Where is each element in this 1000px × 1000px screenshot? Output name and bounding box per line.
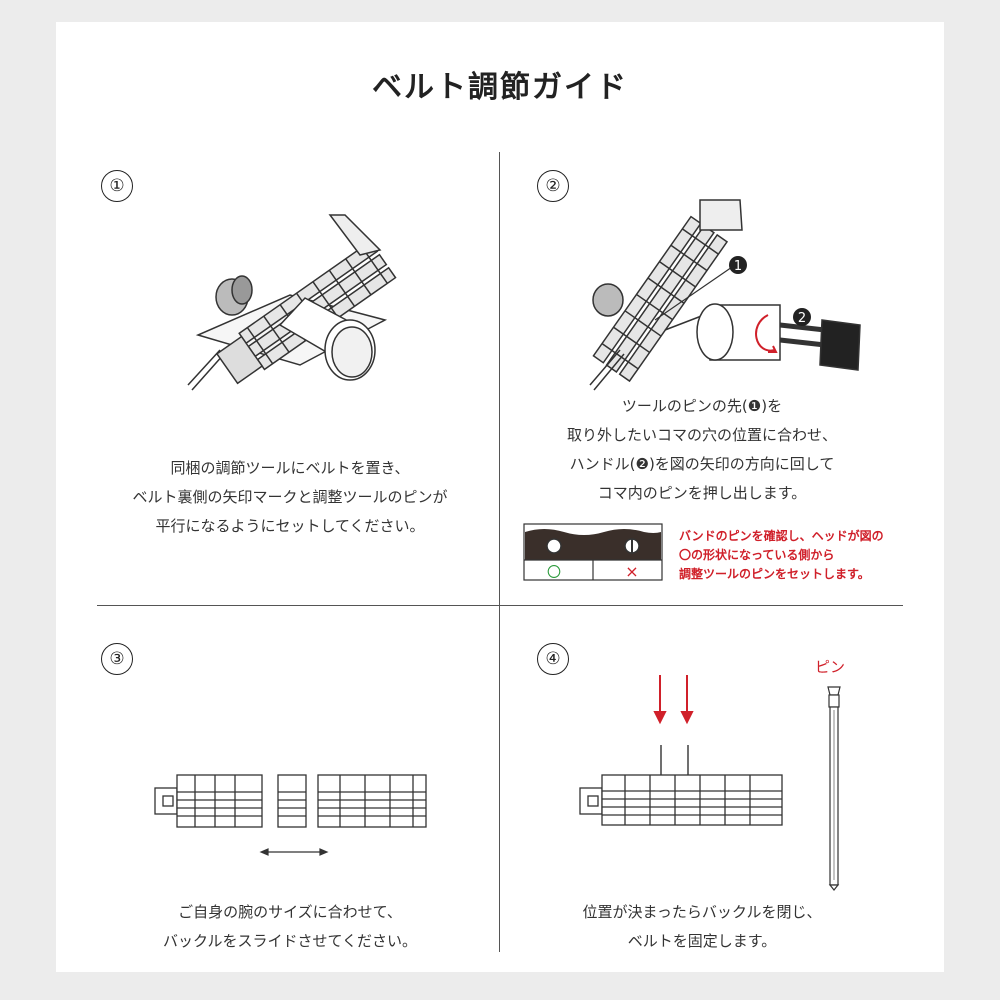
step-2-line: コマ内のピンを押し出します。 — [597, 484, 807, 502]
step-1-line: 同梱の調節ツールにベルトを置き、 — [170, 459, 410, 477]
step-1-number: ① — [101, 170, 133, 202]
step-4-line: ベルトを固定します。 — [627, 932, 777, 950]
step-4-number: ④ — [537, 643, 569, 675]
correct-mark: 〇 — [547, 565, 561, 581]
wrong-mark: × — [625, 562, 638, 581]
step-2-illustration: 1 2 — [589, 199, 861, 391]
pin-head-diagram: 〇 × — [523, 523, 663, 581]
divider-vertical — [499, 152, 500, 952]
step-1-line: ベルト裏側の矢印マークと調整ツールのピンが — [132, 488, 448, 506]
note-line: バンドのピンを確認し、ヘッドが図の — [679, 529, 884, 543]
step-2-line: ツールのピンの先(❶)を — [621, 397, 783, 415]
step-2-line: ハンドル(❷)を図の矢印の方向に回して — [569, 455, 835, 473]
note-line: 〇の形状になっている側から — [679, 548, 835, 562]
step-3-line: ご自身の腕のサイズに合わせて、 — [178, 903, 402, 921]
step-3-line: バックルをスライドさせてください。 — [162, 932, 418, 950]
step-1-caption: 同梱の調節ツールにベルトを置き、 ベルト裏側の矢印マークと調整ツールのピンが 平… — [100, 454, 480, 541]
pin-illustration — [827, 686, 841, 891]
step-2-number: ② — [537, 170, 569, 202]
pin-label: ピン — [815, 658, 846, 676]
step-3-number: ③ — [101, 643, 133, 675]
step-1-illustration — [187, 214, 397, 391]
step-2-line: 取り外したいコマの穴の位置に合わせ、 — [566, 426, 837, 444]
step-4-caption: 位置が決まったらバックルを閉じ、 ベルトを固定します。 — [512, 898, 892, 956]
step-3-caption: ご自身の腕のサイズに合わせて、 バックルをスライドさせてください。 — [100, 898, 480, 956]
step-4-illustration — [579, 675, 783, 826]
step-2-caption: ツールのピンの先(❶)を 取り外したいコマの穴の位置に合わせ、 ハンドル(❷)を… — [512, 392, 892, 508]
divider-horizontal — [97, 605, 903, 606]
svg-text:1: 1 — [734, 259, 742, 274]
step-3-illustration — [154, 774, 427, 856]
svg-text:2: 2 — [798, 311, 806, 326]
note-line: 調整ツールのピンをセットします。 — [679, 567, 870, 581]
page-title: ベルト調節ガイド — [372, 70, 628, 105]
pin-direction-note: バンドのピンを確認し、ヘッドが図の 〇の形状になっている側から 調整ツールのピン… — [679, 527, 919, 584]
step-1-line: 平行になるようにセットしてください。 — [155, 517, 425, 535]
step-4-line: 位置が決まったらバックルを閉じ、 — [582, 903, 822, 921]
